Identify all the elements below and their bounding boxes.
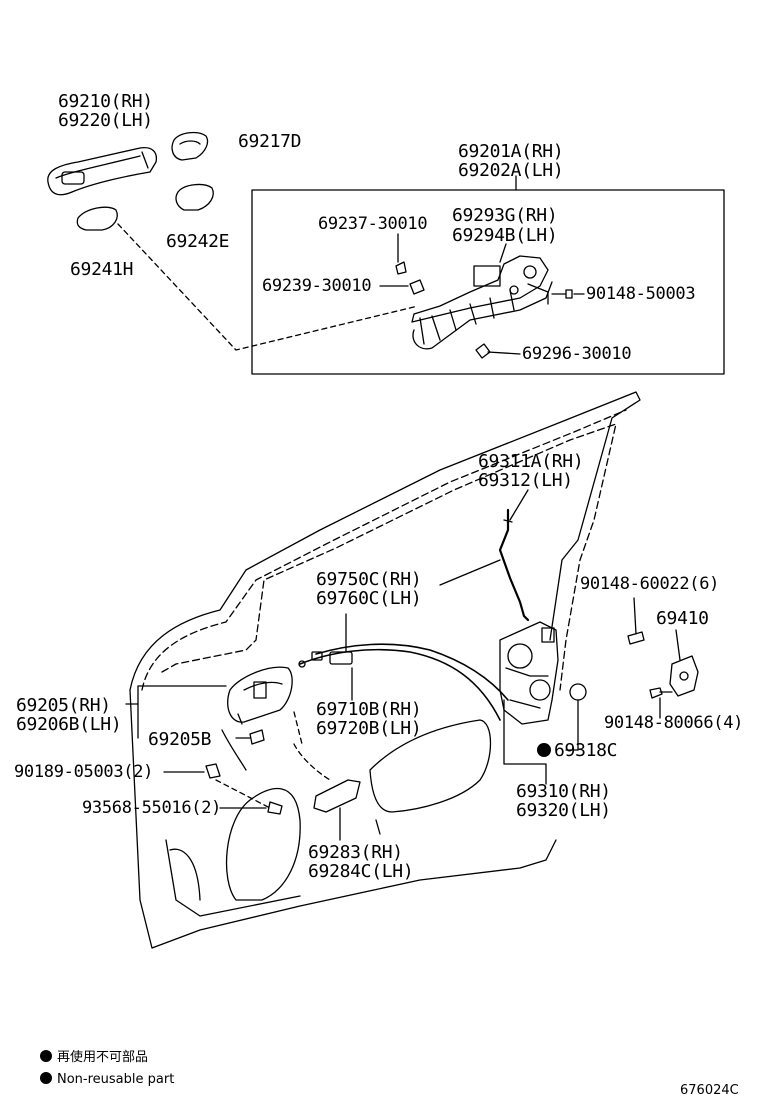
- striker-drawing: [669, 655, 699, 697]
- frame-assy-box: [251, 189, 725, 375]
- label-bracket-lh: 69284C(LH): [308, 861, 414, 882]
- rod-drawing: [498, 508, 530, 622]
- label-outside-handle-rh: 69210(RH): [58, 91, 153, 112]
- cables-drawing: [298, 643, 509, 721]
- legend-jp: 再使用不可部品: [40, 1050, 148, 1066]
- label-rod-lh: 69312(LH): [478, 470, 573, 491]
- label-cover-lh: 69294B(LH): [452, 225, 558, 246]
- label-cable-b-lh: 69720B(LH): [316, 718, 422, 739]
- label-69237-30010: 69237-30010: [318, 214, 428, 234]
- label-69241h: 69241H: [70, 259, 134, 280]
- diagram-code: 676024C: [680, 1083, 739, 1098]
- label-69205b: 69205B: [148, 729, 212, 750]
- label-69239-30010: 69239-30010: [262, 276, 372, 296]
- inside-handle-drawing: [227, 666, 293, 725]
- label-cover-rh: 69293G(RH): [452, 205, 558, 226]
- label-cable-a-lh: 69760C(LH): [316, 588, 422, 609]
- label-90189-05003: 90189-05003(2): [14, 762, 154, 782]
- frame-assy-drawing: [395, 255, 573, 359]
- non-reusable-dot-69318c: [537, 743, 551, 757]
- label-90148-80066: 90148-80066(4): [604, 713, 744, 733]
- label-90148-50003: 90148-50003: [586, 284, 696, 304]
- label-frame-assy-rh: 69201A(RH): [458, 141, 564, 162]
- label-93568-55016: 93568-55016(2): [82, 798, 222, 818]
- label-69217d: 69217D: [238, 131, 302, 152]
- bracket-drawing: [313, 779, 361, 813]
- label-inside-handle-rh: 69205(RH): [16, 695, 111, 716]
- label-bracket-rh: 69283(RH): [308, 842, 403, 863]
- pad-69241h-drawing: [76, 206, 118, 231]
- label-cable-a-rh: 69750C(RH): [316, 569, 422, 590]
- label-lock-assy-rh: 69310(RH): [516, 781, 611, 802]
- label-outside-handle-lh: 69220(LH): [58, 110, 153, 131]
- label-rod-rh: 69311A(RH): [478, 451, 584, 472]
- label-frame-assy-lh: 69202A(LH): [458, 160, 564, 181]
- outside-handle-drawing: [47, 146, 158, 196]
- label-inside-handle-lh: 69206B(LH): [16, 714, 122, 735]
- label-lock-assy-lh: 69320(LH): [516, 800, 611, 821]
- label-69410: 69410: [656, 608, 709, 629]
- label-cable-b-rh: 69710B(RH): [316, 699, 422, 720]
- label-69242e: 69242E: [166, 231, 230, 252]
- legend-dot-icon: [40, 1050, 52, 1062]
- label-69318c: 69318C: [554, 740, 618, 761]
- legend-en: Non-reusable part: [40, 1072, 174, 1088]
- legend-dot-icon: [40, 1072, 52, 1084]
- door-lock-drawing: [499, 621, 559, 725]
- cap-69217d-drawing: [171, 131, 209, 161]
- label-90148-60022: 90148-60022(6): [580, 574, 720, 594]
- label-69296-30010: 69296-30010: [522, 344, 632, 364]
- door-outline: [129, 391, 641, 949]
- pad-69242e-drawing: [175, 183, 214, 211]
